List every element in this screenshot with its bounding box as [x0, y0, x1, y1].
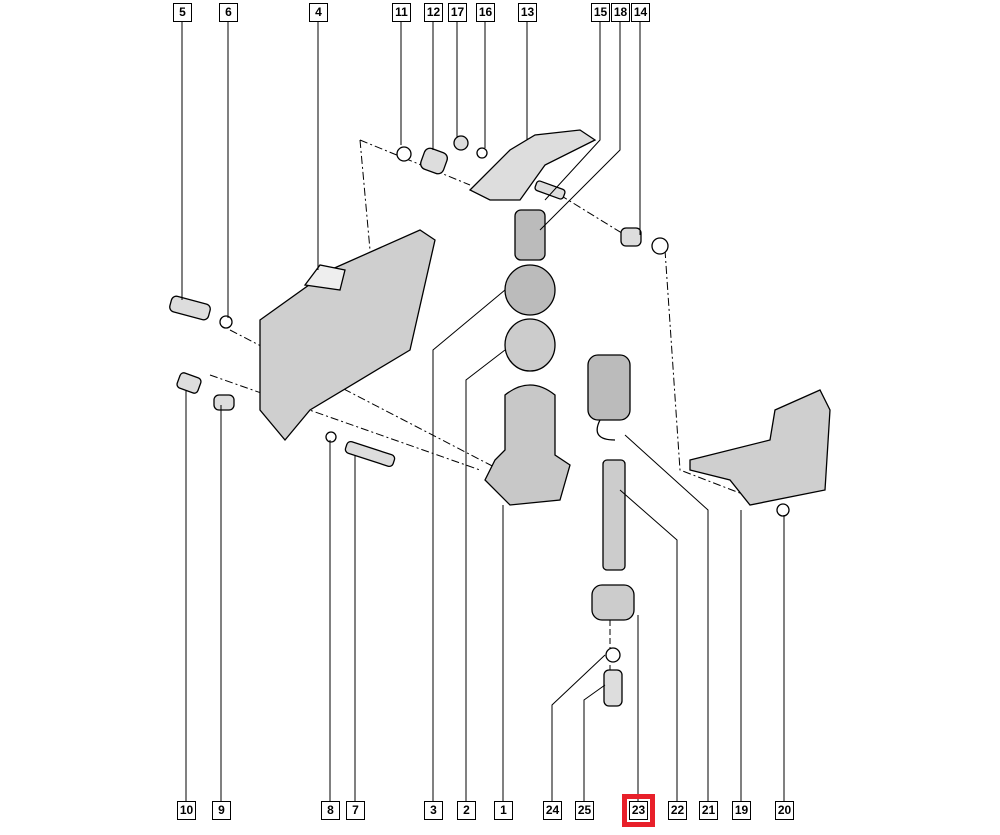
part-label-2[interactable]: 2 — [457, 801, 476, 820]
piston-2 — [504, 318, 556, 372]
bracket-19 — [689, 389, 831, 506]
spring-18 — [514, 209, 546, 261]
part-label-20[interactable]: 20 — [775, 801, 794, 820]
valve-body-1 — [484, 384, 571, 506]
nut-25 — [603, 669, 623, 707]
sleeve-12 — [420, 147, 448, 175]
leader-line — [465, 349, 506, 801]
part-label-16[interactable]: 16 — [476, 3, 495, 22]
part-label-12[interactable]: 12 — [424, 3, 443, 22]
part-label-8[interactable]: 8 — [321, 801, 340, 820]
bracket-plate — [259, 229, 436, 442]
washer-24 — [605, 647, 621, 663]
piston-3 — [504, 264, 556, 316]
part-label-18[interactable]: 18 — [611, 3, 630, 22]
leader-line — [551, 654, 606, 801]
part-label-4[interactable]: 4 — [309, 3, 328, 22]
spring-hook — [596, 419, 616, 441]
part-label-3[interactable]: 3 — [424, 801, 443, 820]
part-label-23[interactable]: 23 — [622, 794, 655, 827]
part-label-24[interactable]: 24 — [543, 801, 562, 820]
washer-14 — [651, 237, 669, 255]
part-label-19[interactable]: 19 — [732, 801, 751, 820]
bolt-5 — [169, 295, 211, 321]
part-label-14[interactable]: 14 — [631, 3, 650, 22]
part-label-25[interactable]: 25 — [575, 801, 594, 820]
washer-11 — [396, 146, 412, 162]
nut-17 — [453, 135, 469, 151]
plug-23 — [591, 584, 635, 621]
part-label-21[interactable]: 21 — [699, 801, 718, 820]
pin-15 — [534, 180, 566, 200]
washer-8 — [325, 431, 337, 443]
part-label-11[interactable]: 11 — [392, 3, 411, 22]
lever-13 — [468, 129, 597, 201]
part-label-15[interactable]: 15 — [591, 3, 610, 22]
part-label-6[interactable]: 6 — [219, 3, 238, 22]
washer-16 — [476, 147, 488, 159]
rod-22 — [602, 459, 626, 571]
nut-10 — [176, 372, 202, 394]
leader-line — [539, 22, 621, 231]
part-label-17[interactable]: 17 — [448, 3, 467, 22]
leader-line — [619, 489, 678, 801]
leader-line — [432, 289, 506, 801]
tab-bracket — [303, 264, 346, 291]
washer-6 — [219, 315, 233, 329]
bolt-7 — [344, 440, 396, 468]
leader-line — [583, 684, 606, 801]
part-label-9[interactable]: 9 — [212, 801, 231, 820]
part-label-22[interactable]: 22 — [668, 801, 687, 820]
leader-line — [544, 22, 601, 201]
part-label-13[interactable]: 13 — [518, 3, 537, 22]
part-label-1[interactable]: 1 — [494, 801, 513, 820]
part-label-5[interactable]: 5 — [173, 3, 192, 22]
sleeve-14a — [620, 227, 642, 247]
part-label-10[interactable]: 10 — [177, 801, 196, 820]
leader-lines — [181, 22, 785, 801]
leader-line — [624, 434, 709, 801]
washer-20 — [776, 503, 790, 517]
spacer-9 — [213, 394, 235, 411]
spring-21 — [587, 354, 631, 421]
part-label-7[interactable]: 7 — [346, 801, 365, 820]
parts — [169, 129, 831, 707]
